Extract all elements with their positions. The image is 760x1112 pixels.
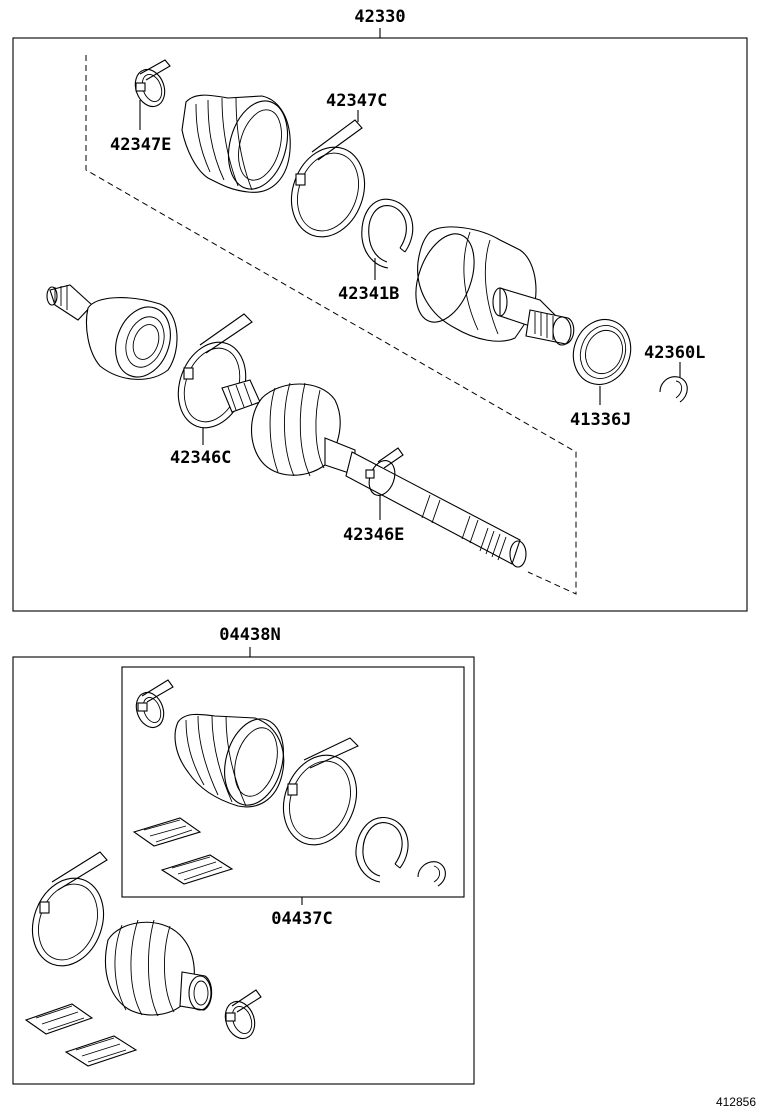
kit-large-clamp-top bbox=[282, 737, 359, 846]
boot-clamp-small-outer bbox=[134, 59, 171, 108]
label-boot-clamp-large-inner: 42346C bbox=[170, 448, 231, 468]
inner-joint-tulip bbox=[46, 284, 178, 380]
inner-boot-and-shaft bbox=[221, 379, 527, 568]
label-boot-clamp-large-outer: 42347C bbox=[326, 91, 387, 111]
label-boot-clamp-small-inner: 42346E bbox=[343, 525, 404, 545]
kit-grease-packets-bottom bbox=[24, 1003, 138, 1067]
kit-boot-bottom bbox=[104, 919, 213, 1017]
label-assembly: 42330 bbox=[354, 7, 405, 27]
boot-clamp-small-inner bbox=[365, 447, 404, 496]
label-boot-kit: 04438N bbox=[219, 625, 280, 645]
circlip bbox=[659, 376, 688, 403]
snap-ring-outer bbox=[361, 198, 414, 269]
label-circlip: 42360L bbox=[644, 343, 705, 363]
kit-circlip bbox=[417, 861, 446, 887]
kit-grease-packets-top bbox=[132, 817, 234, 885]
label-dust-seal: 41336J bbox=[570, 410, 631, 430]
figure-number: 412856 bbox=[716, 1095, 756, 1109]
label-boot-kit-inner: 04437C bbox=[271, 909, 332, 929]
kit-small-clamp-top bbox=[135, 679, 174, 729]
kit-snap-ring bbox=[355, 817, 409, 883]
boot-kit-inner-frame bbox=[121, 666, 465, 898]
dust-seal bbox=[572, 318, 632, 386]
kit-large-clamp-bottom bbox=[31, 851, 108, 967]
outer-joint-housing bbox=[415, 226, 575, 346]
label-snap-ring-outer: 42341B bbox=[338, 284, 399, 304]
kit-boot-top bbox=[174, 713, 285, 808]
boot-clamp-large-inner bbox=[177, 313, 253, 429]
subgroup-dashed-outline bbox=[85, 55, 577, 595]
boot-kit-frame bbox=[12, 656, 475, 1085]
kit-small-clamp-bottom bbox=[224, 989, 262, 1040]
outer-joint-boot bbox=[181, 94, 291, 193]
label-boot-clamp-small-outer: 42347E bbox=[110, 135, 171, 155]
boot-clamp-large-outer bbox=[290, 119, 366, 238]
boot-kit-group: 04438N 04437C bbox=[12, 625, 475, 1085]
assembly-group: 42330 42347E 42347 bbox=[12, 7, 748, 612]
